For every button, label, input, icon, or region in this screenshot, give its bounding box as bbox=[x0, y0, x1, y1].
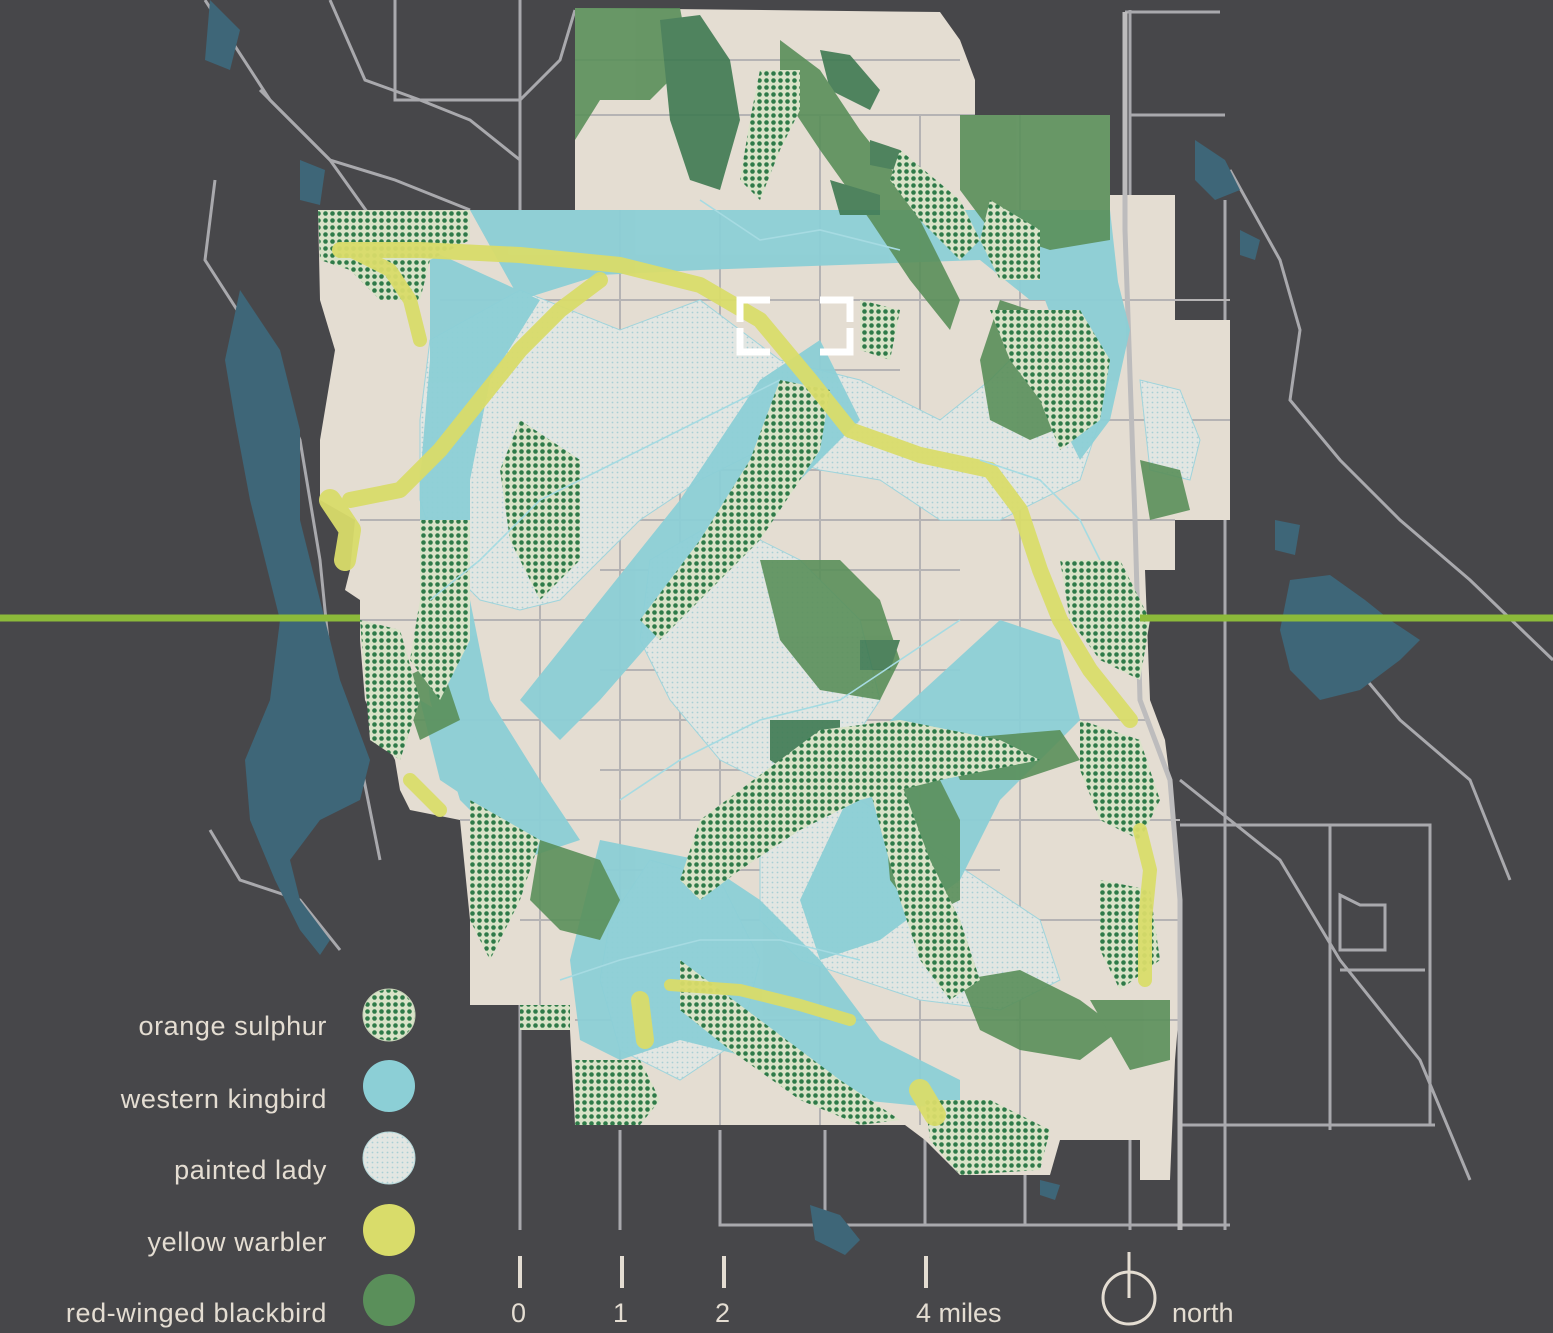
yellow-warbler-habitat bbox=[319, 242, 1157, 1126]
scale-label-2: 2 bbox=[715, 1298, 731, 1328]
selection-bracket bbox=[736, 296, 854, 356]
legend-swatch-painted-lady bbox=[362, 1131, 416, 1185]
highways bbox=[1122, 12, 1183, 1230]
western-kingbird-habitat bbox=[420, 210, 1130, 1110]
legend-label-orange-sulphur: orange sulphur bbox=[138, 1011, 327, 1041]
legend-swatch-red-winged-blackbird bbox=[363, 1274, 415, 1326]
scale-bar bbox=[518, 1256, 928, 1288]
scale-label-1: 1 bbox=[613, 1298, 629, 1328]
legend-swatch-yellow-warbler bbox=[363, 1204, 415, 1256]
legend-label-yellow-warbler: yellow warbler bbox=[147, 1227, 327, 1257]
legend-label-painted-lady: painted lady bbox=[174, 1155, 327, 1185]
legend-swatches bbox=[362, 988, 416, 1326]
legend-swatch-orange-sulphur bbox=[362, 988, 416, 1042]
north-arrow-icon bbox=[1101, 1252, 1157, 1326]
orange-sulphur-habitat bbox=[318, 70, 1160, 1175]
scale-label-0: 0 bbox=[511, 1298, 527, 1328]
painted-lady-streams bbox=[429, 199, 1101, 981]
legend-label-western-kingbird: western kingbird bbox=[120, 1084, 327, 1114]
legend-label-red-winged-blackbird: red-winged blackbird bbox=[65, 1298, 327, 1328]
scale-label-4-miles: 4 miles bbox=[916, 1298, 1002, 1328]
north-label: north bbox=[1172, 1298, 1234, 1328]
legend-swatch-western-kingbird bbox=[363, 1060, 415, 1112]
